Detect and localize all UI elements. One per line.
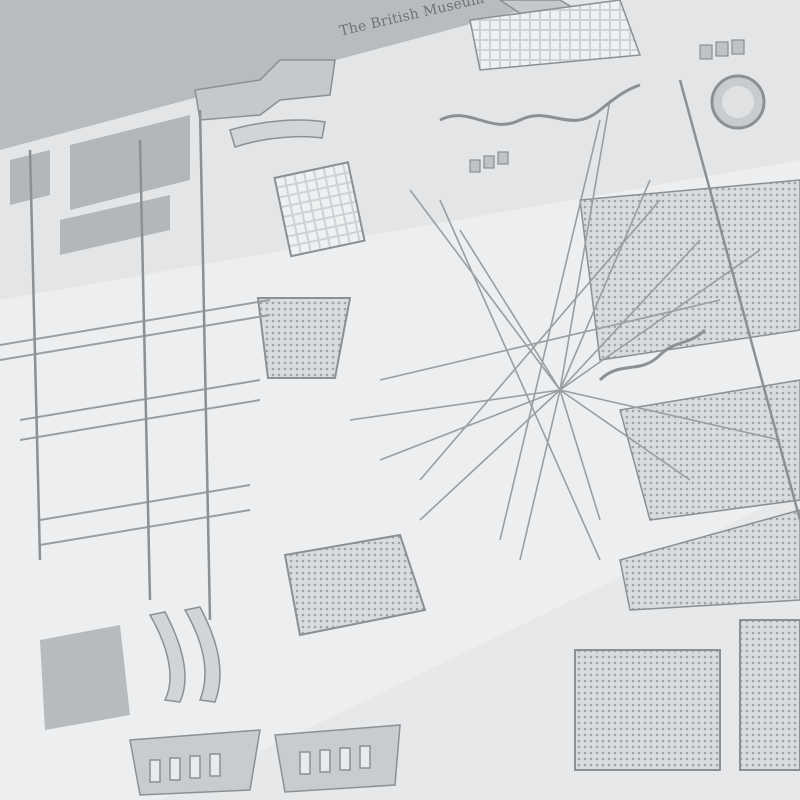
roundel-part	[710, 74, 766, 130]
ladder-strips	[0, 299, 271, 546]
wavy-line	[439, 83, 641, 126]
top-grid-strip	[469, 0, 642, 71]
mesh-panel-bottom	[283, 533, 427, 637]
wavy-line-lower	[598, 328, 707, 382]
mesh-panel-lower-left	[574, 649, 721, 771]
cornice-pieces	[129, 724, 401, 796]
arch-pieces	[148, 119, 326, 703]
mesh-panel-lower-band	[619, 509, 800, 611]
grid-window-panel	[273, 161, 366, 258]
mesh-panel-right-middle	[619, 379, 800, 521]
mesh-panel-lower-right	[739, 619, 800, 771]
shaded-block	[40, 625, 130, 730]
frame-posts	[28, 79, 800, 621]
mesh-panel-middle	[256, 297, 352, 379]
rigging-lines	[349, 99, 781, 561]
small-figures	[469, 39, 745, 173]
